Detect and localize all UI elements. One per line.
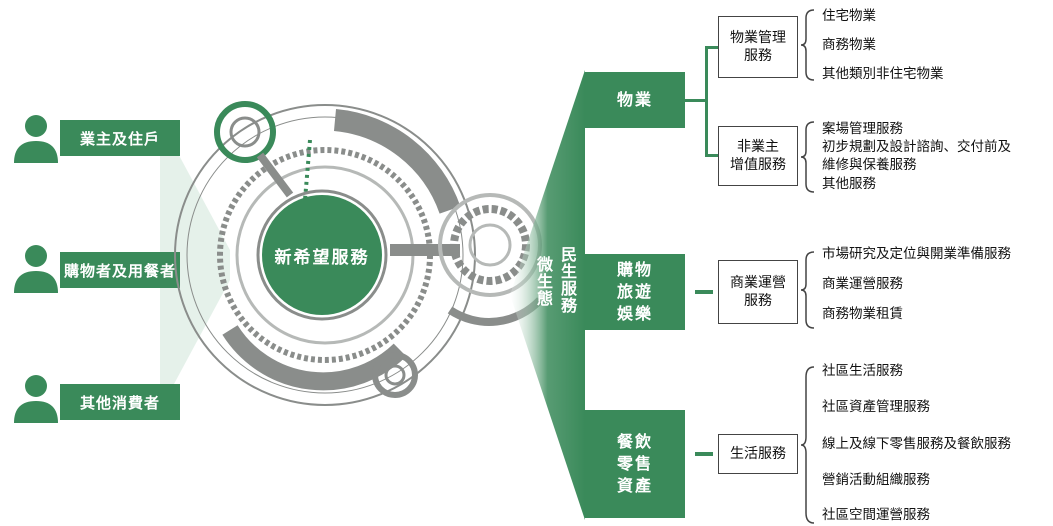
connector	[685, 99, 707, 102]
sub-box-property-management: 物業管理 服務	[718, 16, 798, 78]
item-commercial-leasing: 商務物業租賃	[822, 306, 903, 322]
hub-title: 新希望服務	[274, 248, 370, 268]
item-community-asset: 社區資產管理服務	[822, 399, 930, 415]
sub-box-line: 物業管理	[730, 30, 786, 46]
category-dining-line1: 餐飲	[616, 432, 653, 451]
customer-banner-others: 其他消費者	[60, 384, 180, 420]
item-community-life: 社區生活服務	[822, 363, 903, 379]
category-dining-line3: 資產	[616, 476, 653, 495]
connector	[695, 290, 713, 294]
item-online-offline-retail: 線上及線下零售服務及餐飲服務	[822, 436, 1011, 452]
sub-box-line: 服務	[744, 48, 772, 64]
person-icon	[14, 375, 58, 423]
item-repair-maintenance: 維修與保養服務	[822, 157, 917, 173]
brace	[800, 251, 815, 329]
category-shopping-line2: 旅遊	[616, 282, 653, 301]
brace	[800, 366, 815, 524]
customer-banner-owners: 業主及住戶	[60, 120, 180, 156]
sub-box-line: 非業主	[737, 139, 779, 155]
category-property: 物業	[585, 72, 685, 128]
connector	[705, 46, 719, 49]
sub-box-life-services: 生活服務	[718, 434, 798, 474]
item-sales-office: 案場管理服務	[822, 121, 903, 137]
item-other-services: 其他服務	[822, 176, 876, 192]
customer-fan	[160, 120, 230, 410]
connector	[705, 46, 708, 156]
item-other-non-residential: 其他類別非住宅物業	[822, 66, 944, 82]
sub-box-commercial-ops: 商業運營 服務	[718, 260, 798, 324]
item-planning-consulting: 初步規劃及設計諮詢、交付前及	[822, 139, 1011, 155]
category-shopping-line1: 購物	[616, 260, 653, 279]
person-icon	[14, 245, 58, 293]
category-shopping-line3: 娛樂	[616, 304, 653, 323]
connector	[695, 452, 713, 456]
item-community-space: 社區空間運營服務	[822, 507, 930, 523]
ecosystem-label-2: 微生態	[534, 256, 553, 307]
item-commercial-ops: 商業運營服務	[822, 276, 903, 292]
brace	[800, 9, 815, 81]
ecosystem-label-1: 民生服務	[558, 246, 577, 314]
category-dining: 餐飲 零售 資產	[585, 410, 685, 518]
sub-box-non-owner: 非業主 增值服務	[718, 126, 798, 186]
item-market-research: 市場研究及定位與開業準備服務	[822, 246, 1011, 262]
category-shopping: 購物 旅遊 娛樂	[585, 254, 685, 330]
sub-box-line: 生活服務	[730, 446, 786, 462]
sub-box-line: 服務	[744, 293, 772, 309]
sub-box-line: 商業運營	[730, 275, 786, 291]
customer-banner-shoppers: 購物者及用餐者	[60, 252, 180, 288]
item-commercial-property: 商務物業	[822, 37, 876, 53]
category-property-label: 物業	[616, 90, 653, 109]
person-icon	[14, 115, 58, 163]
sub-box-line: 增值服務	[730, 157, 786, 173]
ecosystem-wedge	[510, 70, 585, 520]
item-marketing-events: 營銷活動組織服務	[822, 472, 930, 488]
brace	[800, 121, 815, 193]
item-residential: 住宅物業	[822, 8, 876, 24]
connector	[705, 154, 719, 157]
category-dining-line2: 零售	[616, 454, 653, 473]
